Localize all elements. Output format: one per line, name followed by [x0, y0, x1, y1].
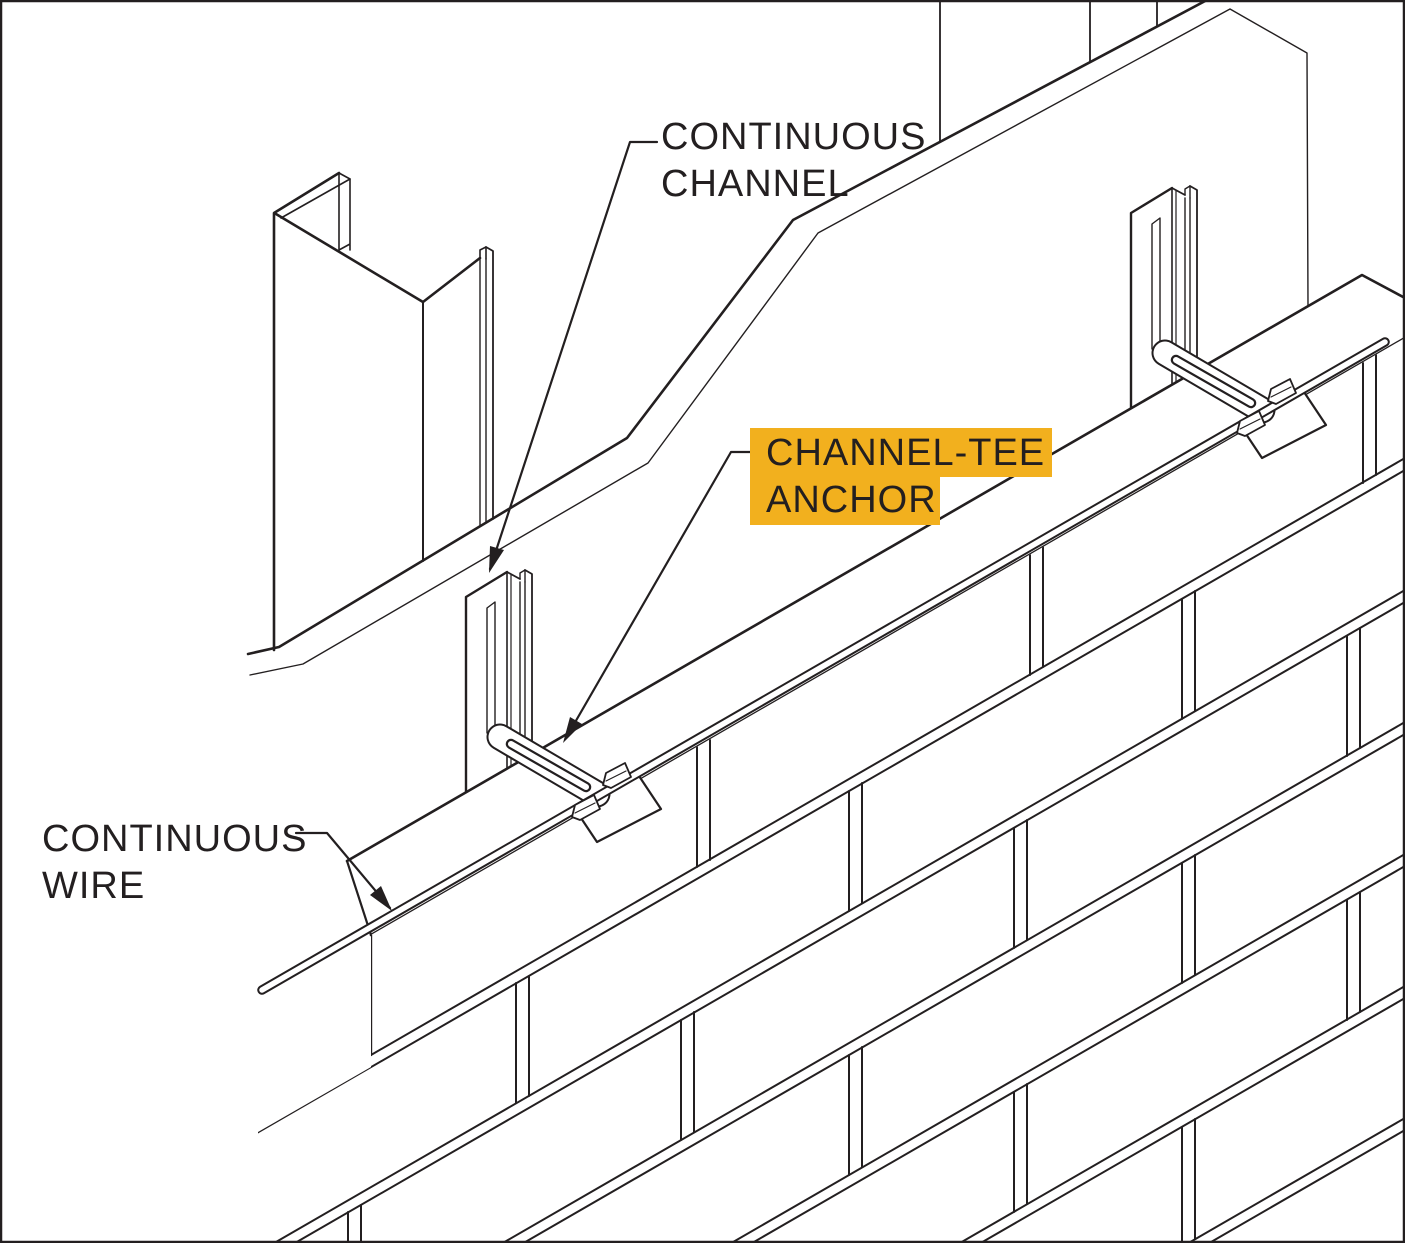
head-joints: [696, 354, 1377, 868]
label-text: CHANNEL-TEE: [766, 432, 1045, 474]
leader-lines: [294, 140, 754, 911]
arrowhead-channel-tee-anchor: [563, 717, 582, 743]
bed-joint: [258, 853, 1405, 1243]
continuous-channel-large-section: [272, 171, 494, 652]
arrowhead-continuous-channel: [489, 546, 504, 573]
leader-channel-tee-anchor: [564, 450, 754, 740]
leader-continuous-channel: [488, 140, 659, 571]
bed-joint: [370, 457, 1405, 1056]
backup-wall-break-edge: [246, 0, 1209, 656]
channel-tee-anchor-center: [486, 723, 663, 844]
leader-continuous-wire: [294, 831, 392, 910]
arrowhead-continuous-wire: [370, 886, 392, 911]
head-joints: [1013, 891, 1361, 1213]
head-joints: [515, 590, 1196, 1104]
bed-joint: [258, 985, 1405, 1243]
label-continuous-channel: CONTINUOUS CHANNEL: [661, 116, 926, 205]
label-text: CONTINUOUS: [661, 116, 926, 158]
brick-wall-face: [258, 338, 1405, 1243]
bed-joint: [258, 721, 1405, 1243]
backup-wall: [246, 0, 1309, 676]
bed-joint: [258, 469, 1405, 1138]
continuous-wire-rod: [257, 337, 1390, 995]
head-joints: [1181, 1118, 1196, 1243]
label-text: WIRE: [42, 865, 145, 907]
label-channel-tee-anchor: CHANNEL-TEE ANCHOR: [750, 428, 1052, 525]
label-text: CONTINUOUS: [42, 818, 307, 860]
backup-wall-break-thickness-edge: [249, 8, 1309, 676]
label-continuous-wire: CONTINUOUS WIRE: [42, 818, 307, 907]
highlight-rect: [750, 428, 1052, 477]
head-joints: [347, 627, 1361, 1243]
head-joints: [848, 854, 1196, 1176]
bed-joint: [258, 589, 1405, 1243]
backup-wall-joint-lines: [939, 0, 1158, 143]
anchor-wire-tabs-center: [571, 762, 632, 821]
label-text: ANCHOR: [766, 479, 937, 521]
highlight-rect: [750, 477, 940, 525]
label-text: CHANNEL: [661, 163, 850, 205]
